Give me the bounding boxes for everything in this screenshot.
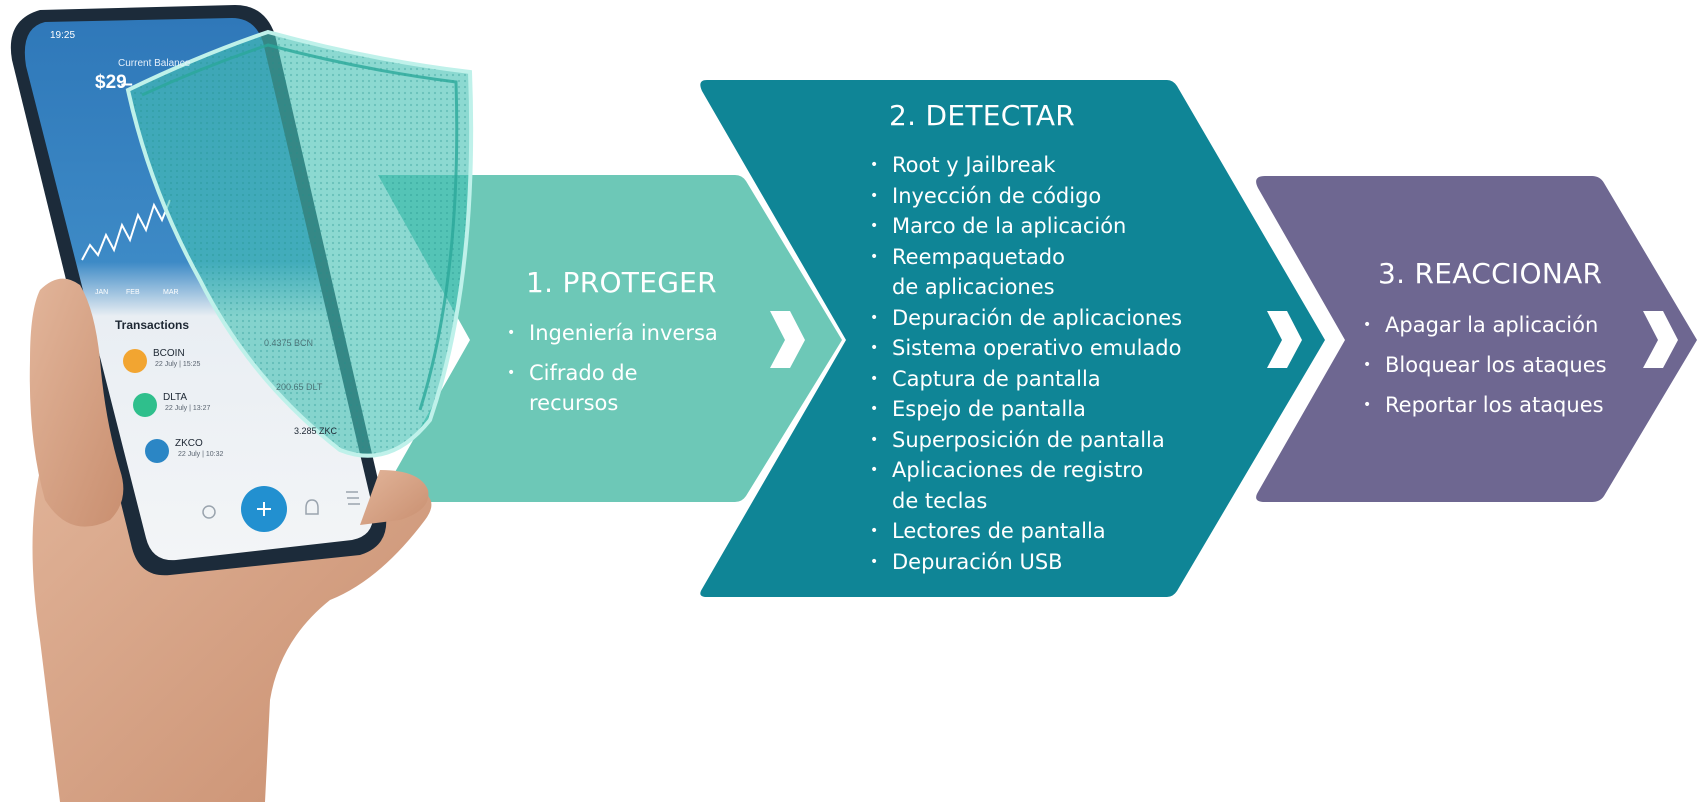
chevron-right-icon <box>770 311 805 368</box>
transaction-amount: 0.4375 BCN <box>264 338 314 348</box>
search-icon <box>202 505 216 519</box>
transaction-name: DLTA <box>163 392 188 403</box>
detect-list: Root y Jailbreak Inyección de código Mar… <box>868 150 1228 577</box>
phone-balance-label: Current Balance <box>118 58 191 69</box>
list-item: Root y Jailbreak <box>868 150 1228 181</box>
shield-icon <box>125 29 474 458</box>
list-item: Depuración USB <box>868 547 1228 578</box>
list-item: Ingeniería inversa <box>505 318 755 348</box>
transaction-name: ZKCO <box>175 438 203 449</box>
transaction-amount: 200.65 DLT <box>276 382 323 392</box>
list-item: Bloquear los ataques <box>1361 350 1661 380</box>
list-item: Marco de la aplicación <box>868 211 1228 242</box>
protect-title: 1. PROTEGER <box>526 266 717 299</box>
list-item: Inyección de código <box>868 181 1228 212</box>
list-item: Cifrado de recursos <box>505 358 755 418</box>
list-item: Reportar los ataques <box>1361 390 1661 420</box>
react-title: 3. REACCIONAR <box>1378 257 1603 290</box>
transaction-date: 22 July | 10:32 <box>178 451 224 458</box>
list-item: Aplicaciones de registro de teclas <box>868 455 1228 516</box>
menu-icon <box>346 491 360 505</box>
bitcoin-icon <box>123 349 147 373</box>
transaction-amount: 3.285 ZKC <box>294 426 338 436</box>
list-item: Sistema operativo emulado <box>868 333 1228 364</box>
detect-title: 2. DETECTAR <box>889 99 1076 132</box>
plus-icon <box>257 502 271 516</box>
transaction-date: 22 July | 15:25 <box>155 361 201 368</box>
delta-icon <box>133 393 157 417</box>
phone-month-label: FEB <box>126 289 140 296</box>
phone-chart-line <box>81 199 171 261</box>
bell-icon <box>305 499 319 515</box>
list-item: Depuración de aplicaciones <box>868 303 1228 334</box>
phone-month-label: JAN <box>95 289 109 296</box>
list-item: Apagar la aplicación <box>1361 310 1661 340</box>
phone-month-label: MAR <box>163 289 179 296</box>
phone-time: 19:25 <box>50 30 76 41</box>
chevron-right-icon <box>1267 311 1302 368</box>
transaction-date: 22 July | 13:27 <box>165 405 211 412</box>
react-list: Apagar la aplicación Bloquear los ataque… <box>1361 310 1661 430</box>
list-item: Superposición de pantalla <box>868 425 1228 456</box>
list-item: Espejo de pantalla <box>868 394 1228 425</box>
list-item: Lectores de pantalla <box>868 516 1228 547</box>
thumb <box>29 278 124 527</box>
list-item: Captura de pantalla <box>868 364 1228 395</box>
list-item: Reempaquetado de aplicaciones <box>868 242 1228 303</box>
finger <box>360 470 429 525</box>
phone-balance: $29̶ <box>95 72 127 93</box>
protect-list: Ingeniería inversa Cifrado de recursos <box>505 318 755 428</box>
transaction-name: BCOIN <box>153 348 185 359</box>
zkco-icon <box>145 439 169 463</box>
phone-transactions-title: Transactions <box>115 318 190 332</box>
